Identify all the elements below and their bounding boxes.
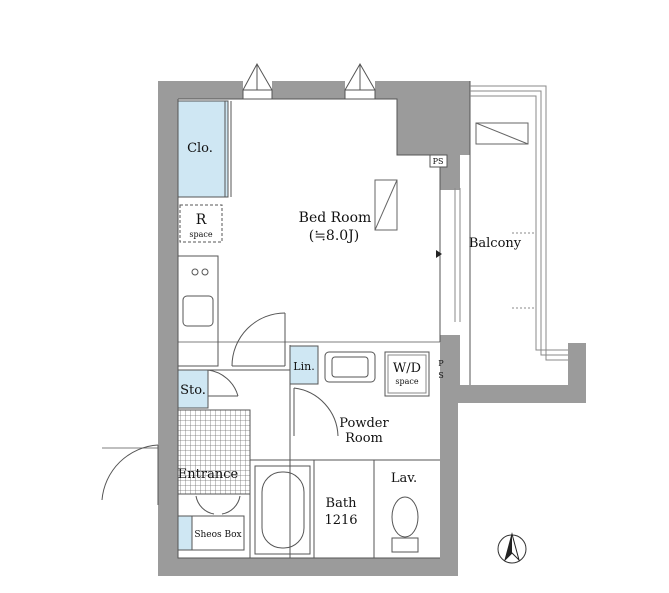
bath-label: Bath (326, 496, 358, 511)
wd-space-title: W/D (393, 361, 421, 376)
ps-side-p: P (438, 359, 444, 368)
bathtub-basin (261, 471, 305, 549)
linen-label: Lin. (293, 360, 314, 373)
r-space-word: space (189, 230, 212, 239)
outer-walls (158, 81, 586, 576)
wd-space (384, 351, 430, 397)
powder-room-door (293, 387, 339, 437)
ps-top-label: PS (433, 157, 444, 166)
wd-space-inner (387, 354, 427, 394)
powder-sink-bowl (331, 356, 369, 378)
powder-room-label-1: Powder (339, 416, 389, 431)
ac-outdoor-unit (475, 122, 529, 145)
bed-room-arrow-icon (436, 250, 442, 258)
wd-space-word: space (395, 377, 418, 386)
shoes-box (191, 515, 245, 551)
bathtub (254, 465, 311, 555)
storage-door (207, 369, 239, 397)
bath-size: 1216 (324, 513, 357, 528)
powder-sink (324, 351, 376, 383)
toilet (391, 496, 419, 553)
balcony-railing (454, 85, 568, 361)
top-window-left (242, 62, 273, 100)
bed-room-size: (≒8.0J) (309, 228, 360, 244)
r-space-box (179, 204, 223, 243)
ps-side-s: S (438, 371, 443, 380)
bed-room-hatch (374, 179, 398, 231)
inner-walls (177, 81, 471, 559)
shoes-box-side (177, 515, 193, 551)
kitchen-counter (177, 255, 219, 367)
lavatory-label: Lav. (391, 471, 417, 486)
closet (177, 100, 232, 198)
storage-label: Sto. (180, 383, 206, 398)
balcony-label: Balcony (469, 236, 522, 251)
closet-label: Clo. (187, 141, 213, 156)
shoes-box-doors (195, 495, 241, 515)
ps-top-box (429, 154, 448, 168)
entrance-door (101, 444, 159, 505)
entrance-label: Entrance (178, 467, 239, 482)
balcony-marks (512, 232, 536, 309)
r-space-letter: R (196, 212, 207, 228)
bed-room-door (231, 312, 286, 367)
north-arrow-icon (497, 532, 527, 564)
bed-room-label: Bed Room (299, 210, 372, 226)
top-window-right (344, 62, 376, 100)
powder-room-label-2: Room (345, 431, 383, 446)
entrance-tile (177, 409, 251, 495)
shoes-box-label: Sheos Box (194, 530, 241, 540)
linen (289, 345, 319, 385)
storage (177, 369, 209, 409)
